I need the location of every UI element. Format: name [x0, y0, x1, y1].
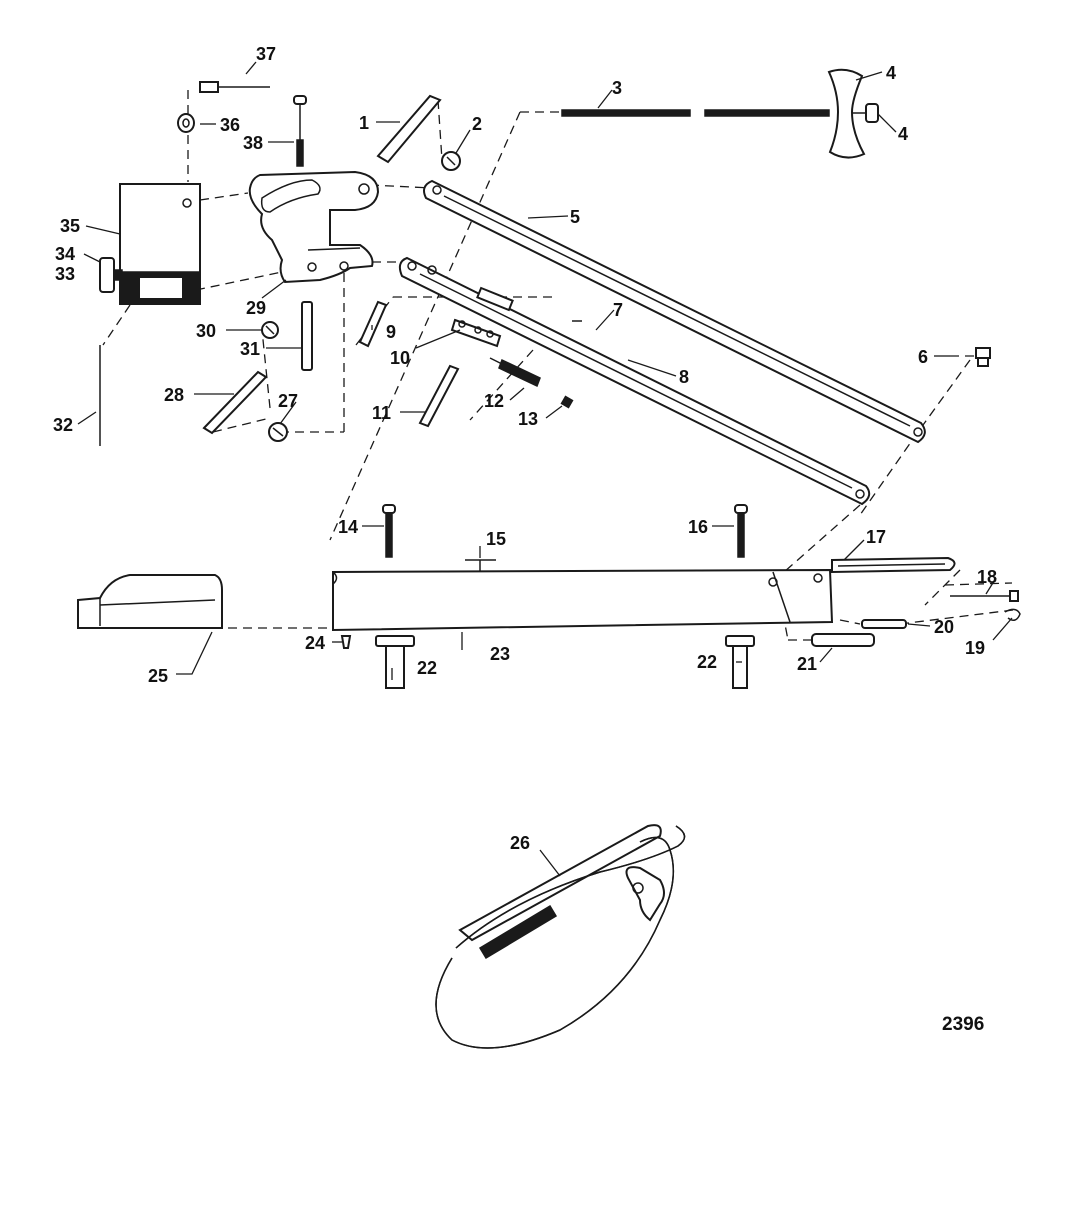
- callout-26: 26: [510, 833, 530, 853]
- part-28-pin: [202, 370, 268, 435]
- callout-9: 9: [386, 322, 396, 342]
- part-36-washer: [177, 113, 195, 133]
- callout-32: 32: [53, 415, 73, 435]
- callout-7: 7: [613, 300, 623, 320]
- part-23-base-plate: [332, 568, 834, 632]
- part-25-end-cap: [77, 574, 223, 629]
- callout-30: 30: [196, 321, 216, 341]
- callout-29: 29: [246, 298, 266, 318]
- part-13-screw: [560, 395, 574, 409]
- callout-31: 31: [240, 339, 260, 359]
- part-33-34-knob: [99, 257, 201, 305]
- part-6-fitting: [975, 347, 991, 367]
- callout-35: 35: [60, 216, 80, 236]
- callout-25: 25: [148, 666, 168, 686]
- part-4-t-handle: [827, 68, 879, 159]
- callout-1: 1: [359, 113, 369, 133]
- part-12-spring: [489, 357, 541, 388]
- callout-4-top: 4: [886, 63, 896, 83]
- part-9-short-pin: [358, 300, 388, 348]
- callout-14: 14: [338, 517, 358, 537]
- part-16-bolt: [734, 504, 748, 558]
- callout-15: 15: [486, 529, 506, 549]
- figure-number: 2396: [942, 1014, 984, 1035]
- callout-36: 36: [220, 115, 240, 135]
- callout-13: 13: [518, 409, 538, 429]
- assembly-guide-lines: [102, 90, 1014, 641]
- callout-11: 11: [372, 403, 391, 423]
- callout-labels: 1 2 3 4 4 5 6 7 8 9 10 11 12 13 14 15 16…: [53, 44, 997, 853]
- part-31-bolt: [301, 301, 313, 371]
- part-30-nut: [261, 321, 279, 339]
- part-37-pin: [199, 81, 270, 93]
- part-17-pad: [831, 556, 956, 574]
- callout-27: 27: [278, 391, 298, 411]
- callout-5: 5: [570, 207, 580, 227]
- callout-23: 23: [490, 644, 510, 664]
- part-27-nut: [268, 422, 288, 442]
- part-18-pin: [950, 590, 1019, 602]
- callout-20: 20: [934, 617, 954, 637]
- part-1-pin: [376, 94, 442, 164]
- callout-34: 34: [55, 244, 75, 264]
- callout-38: 38: [243, 133, 263, 153]
- part-21-pin: [811, 633, 875, 647]
- callout-21: 21: [797, 654, 817, 674]
- callout-18: 18: [977, 567, 997, 587]
- part-15-pin: [465, 559, 496, 572]
- part-10-latch-plate: [450, 286, 514, 348]
- callout-10: 10: [390, 348, 410, 368]
- part-2-nut: [441, 151, 461, 171]
- part-14-bolt: [382, 504, 396, 558]
- callout-33: 33: [55, 264, 75, 284]
- callout-3: 3: [612, 78, 622, 98]
- callout-2: 2: [472, 114, 482, 134]
- callout-16: 16: [688, 517, 708, 537]
- part-24-screw: [340, 635, 352, 649]
- part-20-pin: [861, 619, 907, 629]
- part-5-upper-arm: [423, 179, 926, 444]
- callout-4-bottom: 4: [898, 124, 908, 144]
- callout-6: 6: [918, 347, 928, 367]
- part-26-strap: [435, 824, 686, 1049]
- part-38-bolt: [293, 95, 307, 167]
- callout-19: 19: [965, 638, 985, 658]
- part-22-foot-left: [375, 635, 415, 689]
- part-19-clip: [1004, 608, 1021, 621]
- part-11-pin: [418, 364, 460, 428]
- part-3-cable: [561, 109, 830, 117]
- part-8-lower-arm: [398, 256, 871, 506]
- callout-17: 17: [866, 527, 886, 547]
- callout-12: 12: [484, 391, 504, 411]
- callout-22-left: 22: [417, 658, 437, 678]
- leader-lines: [77, 61, 1013, 877]
- callout-22-right: 22: [697, 652, 717, 672]
- callout-37: 37: [256, 44, 276, 64]
- part-22-foot-right: [725, 635, 755, 689]
- callout-8: 8: [679, 367, 689, 387]
- callout-28: 28: [164, 385, 184, 405]
- callout-24: 24: [305, 633, 325, 653]
- part-29-pivot-bracket: [248, 170, 380, 284]
